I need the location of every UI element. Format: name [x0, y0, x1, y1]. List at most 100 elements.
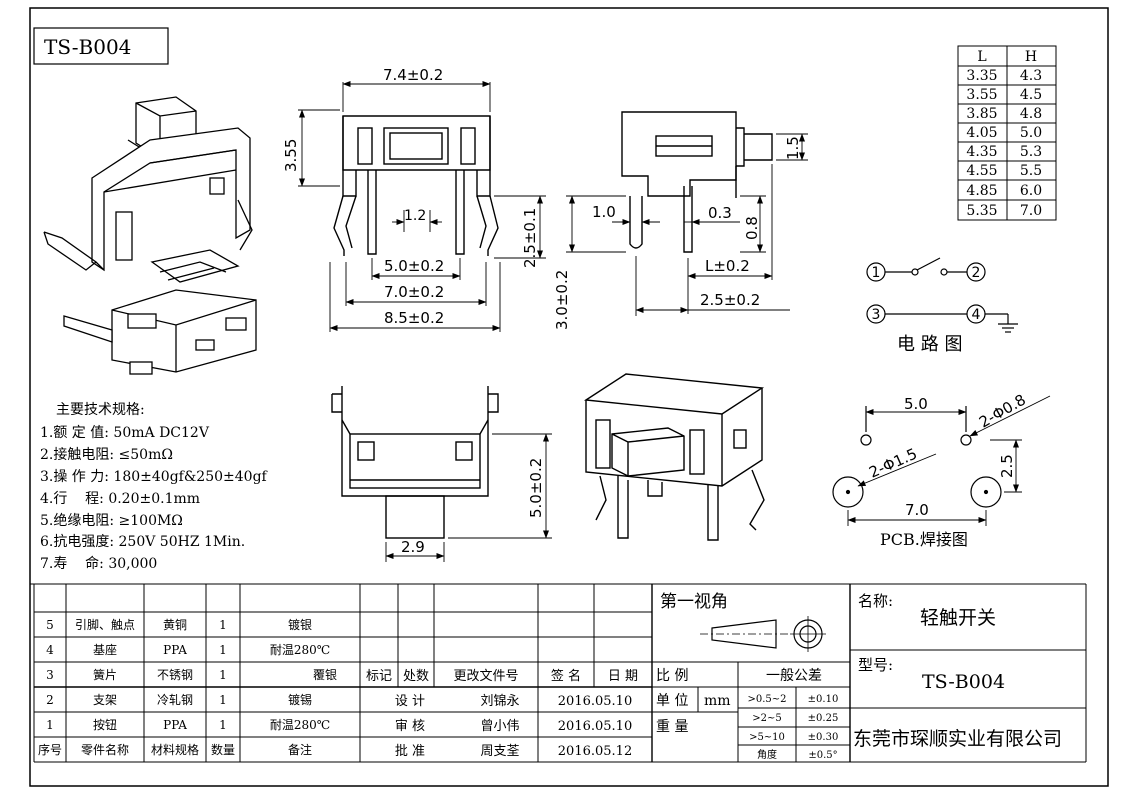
- lh-header-h: H: [1025, 49, 1037, 65]
- bom-cell: 冷轧钢: [157, 693, 193, 707]
- dim-5-0: 5.0±0.2: [384, 257, 444, 275]
- bom-cell: 4: [46, 643, 54, 657]
- circuit-node-4: 4: [972, 307, 981, 323]
- rev-approve-date: 2016.05.12: [558, 744, 632, 759]
- spec-line: 7.寿 命: 30,000: [40, 556, 158, 572]
- rev-header: 更改文件号: [453, 669, 518, 684]
- lh-cell: 4.8: [1020, 106, 1042, 122]
- info-weight: 重 量: [656, 719, 688, 735]
- pcb-dim-2-5: 2.5: [998, 454, 1016, 478]
- circuit-node-2: 2: [972, 265, 981, 281]
- circuit-node-1: 1: [872, 265, 881, 281]
- tol-range: 角度: [757, 748, 777, 761]
- spec-line: 5.绝缘电阻: ≥100MΩ: [40, 513, 183, 529]
- lh-cell: 5.0: [1020, 125, 1042, 141]
- spec-line: 2.接触电阻: ≤50mΩ: [40, 447, 173, 463]
- spec-line: 1.额 定 值: 50mA DC12V: [40, 425, 209, 441]
- bom-cell: 镀锡: [288, 692, 312, 707]
- bom-cell: 1: [219, 618, 227, 632]
- lh-cell: 6.0: [1020, 183, 1042, 199]
- dim-2-9: 2.9: [401, 538, 425, 556]
- bom-cell: 覆银: [313, 668, 337, 682]
- lh-cell: 7.0: [1020, 203, 1042, 219]
- lh-cell: 5.35: [966, 203, 997, 219]
- outer-frame: [29, 7, 1109, 787]
- lh-table: [957, 45, 1057, 221]
- bom-cell: 耐温280℃: [270, 718, 330, 732]
- model-label: 型号:: [858, 656, 893, 674]
- bom-header: 材料规格: [151, 742, 199, 757]
- info-scale: 比 例: [656, 668, 688, 684]
- spec-heading: 主要技术规格:: [56, 402, 145, 418]
- tol-value: ±0.25: [808, 713, 839, 724]
- side-view: [621, 111, 773, 253]
- dim-0-8: 0.8: [743, 216, 761, 240]
- dim-1-5: 1.5: [784, 136, 802, 160]
- bottom-view: [331, 386, 499, 539]
- bom-cell: 耐温280℃: [270, 643, 330, 657]
- bom-cell: PPA: [163, 643, 187, 657]
- lh-cell: 3.85: [966, 106, 997, 122]
- bom-cell: 1: [219, 693, 227, 707]
- name-label: 名称:: [858, 592, 893, 610]
- dim-8-5: 8.5±0.2: [384, 309, 444, 327]
- bom-cell: 引脚、触点: [75, 617, 135, 632]
- tol-range: >2~5: [752, 713, 781, 724]
- bom-cell: 镀银: [288, 618, 312, 632]
- rev-header: 日 期: [608, 669, 638, 684]
- tol-range: >0.5~2: [747, 694, 786, 705]
- exploded-view: [43, 96, 257, 375]
- bom-cell: 5: [46, 618, 54, 632]
- info-unit-val: mm: [704, 693, 731, 709]
- bom-cell: 1: [219, 718, 227, 732]
- front-view: [333, 115, 499, 256]
- title-box-text: TS-B004: [44, 35, 131, 59]
- dim-3-55: 3.55: [282, 139, 300, 172]
- bom-cell: 支架: [93, 693, 117, 707]
- lh-cell: 5.5: [1020, 163, 1042, 179]
- rev-approve-role: 批 准: [395, 744, 425, 759]
- pcb-dim-5-0: 5.0: [904, 395, 928, 413]
- bom-cell: 2: [46, 693, 54, 707]
- projection-symbol: [700, 616, 826, 652]
- rev-design-date: 2016.05.10: [558, 694, 632, 709]
- product-name: 轻触开关: [920, 607, 996, 629]
- dim-3-0: 3.0±0.2: [553, 270, 571, 330]
- bom-cell: 基座: [93, 642, 117, 657]
- bom-cell: PPA: [163, 718, 187, 732]
- title-block: [33, 584, 1087, 763]
- lh-header-l: L: [977, 49, 986, 65]
- rev-header: 标记: [366, 669, 392, 684]
- tol-range: >5~10: [749, 732, 785, 743]
- bom-cell: 黄铜: [163, 617, 187, 632]
- circuit-diagram: [866, 257, 1018, 333]
- bom-header: 数量: [211, 742, 235, 757]
- lh-cell: 3.55: [966, 87, 997, 103]
- dim-7-4: 7.4±0.2: [383, 66, 443, 84]
- bom-cell: 簧片: [93, 667, 117, 682]
- title-box: [33, 27, 169, 65]
- lh-cell: 4.55: [966, 163, 997, 179]
- spec-line: 6.抗电强度: 250V 50HZ 1Min.: [40, 534, 246, 550]
- info-unit: 单 位: [656, 693, 688, 709]
- rev-review-date: 2016.05.10: [558, 719, 632, 734]
- dim-1-2: 1.2: [404, 208, 426, 224]
- spec-line: 4.行 程: 0.20±0.1mm: [40, 491, 201, 507]
- dim-1-0: 1.0: [592, 203, 616, 221]
- tol-value: ±0.10: [808, 694, 839, 705]
- bom-cell: 1: [46, 718, 54, 732]
- pcb-dim-7-0: 7.0: [905, 501, 929, 519]
- tol-value: ±0.30: [808, 732, 839, 743]
- rev-review-name: 曾小伟: [480, 719, 519, 734]
- spec-line: 3.操 作 力: 180±40gf&250±40gf: [40, 469, 267, 485]
- lh-cell: 4.5: [1020, 87, 1042, 103]
- lh-cell: 4.85: [966, 183, 997, 199]
- model-value: TS-B004: [922, 671, 1005, 693]
- pcb-dim-phi15: 2-Φ1.5: [866, 445, 920, 482]
- assembled-view: [583, 373, 765, 541]
- bom-header: 零件名称: [81, 742, 129, 757]
- dim-5-0-v: 5.0±0.2: [527, 458, 545, 518]
- bom-cell: 1: [219, 668, 227, 682]
